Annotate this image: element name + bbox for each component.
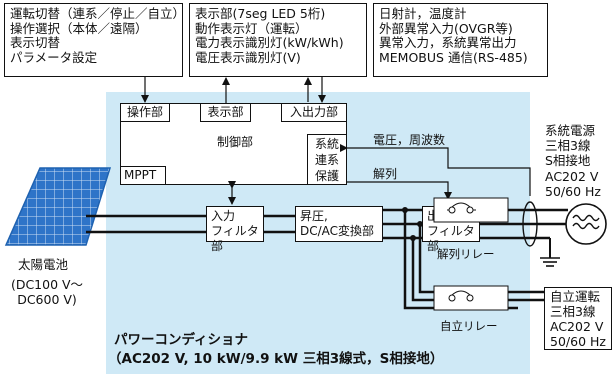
- grid-source-line: 三相3線: [545, 138, 591, 154]
- io-block: 入出力部: [281, 103, 347, 122]
- display-item: 表示部(7seg LED 5桁): [195, 6, 326, 21]
- disconnect-label: 解列: [373, 167, 398, 181]
- input-filter-line: フィルタ部: [211, 224, 259, 253]
- operation-input-item: パラメータ設定: [10, 49, 98, 65]
- ac-source-icon: [565, 203, 607, 245]
- disconnect-relay-label: 解列リレー: [437, 247, 495, 261]
- standalone-output-box: 自立運転 三相3線 AC202 V 50/60 Hz: [544, 287, 612, 350]
- mppt-block: MPPT: [120, 166, 166, 185]
- solar-cell-label: 太陽電池: [17, 257, 68, 272]
- converter-block: 昇圧, DC/AC変換部: [295, 206, 383, 242]
- io-item: 異常入力，系統異常出力: [379, 35, 517, 50]
- display-block: 表示部: [200, 103, 251, 122]
- grid-protection-line: 連系: [314, 153, 339, 167]
- io-item: 外部異常入力(OVGR等): [379, 20, 513, 36]
- io-item: 日射計，温度計: [379, 6, 467, 21]
- grid-protection-line: 保護: [314, 169, 339, 183]
- current-sensor-icon: [522, 201, 538, 247]
- solar-range-line: DC600 V): [17, 292, 77, 307]
- grid-source-line: AC202 V: [545, 168, 599, 184]
- operation-input-item: 操作選択（本体／遠隔）: [10, 20, 148, 36]
- voltage-frequency-label: 電圧，周波数: [373, 133, 446, 147]
- standalone-relay-label: 自立リレー: [440, 319, 498, 333]
- disconnect-signal-line: [347, 181, 452, 200]
- display-item: 電圧表示識別灯(V): [195, 49, 301, 65]
- display-item: 動作表示灯（運転）: [195, 20, 308, 36]
- grid-protection-block: 系統 連系 保護: [307, 134, 347, 185]
- grid-protection-line: 系統: [314, 137, 339, 151]
- standalone-output-line: AC202 V: [550, 319, 604, 334]
- pcs-caption-spec: （AC202 V, 10 kW/9.9 kW 三相3線式，S相接地）: [108, 351, 444, 367]
- disconnect-relay-icon: [433, 197, 509, 223]
- ground-icon: [540, 257, 560, 267]
- operation-input-item: 運転切替（連系／停止／自立）: [10, 6, 186, 21]
- output-filter-line: フィルタ部: [427, 224, 475, 253]
- operation-block: 操作部: [120, 103, 170, 122]
- grid-source-line: S相接地: [545, 153, 591, 169]
- input-filter-block: 入力 フィルタ部: [206, 206, 264, 253]
- io-item: MEMOBUS 通信(RS-485): [379, 49, 528, 65]
- standalone-output-line: 三相3線: [550, 304, 596, 319]
- grid-source-line: 系統電源: [545, 123, 596, 138]
- display-items-box: 表示部(7seg LED 5桁) 動作表示灯（運転） 電力表示識別灯(kW/kW…: [189, 3, 367, 77]
- display-item: 電力表示識別灯(kW/kWh): [195, 35, 344, 50]
- solar-range-line: (DC100 V〜: [10, 277, 84, 292]
- solar-panel-icon: [4, 167, 112, 246]
- operation-inputs-box: 運転切替（連系／停止／自立） 操作選択（本体／遠隔） 表示切替 パラメータ設定: [4, 3, 186, 77]
- grid-source-line: 50/60 Hz: [545, 183, 601, 199]
- standalone-output-line: 自立運転: [550, 289, 601, 304]
- voltage-sense-line: [340, 144, 531, 196]
- standalone-relay-icon: [433, 285, 509, 311]
- grid-source-info: 系統電源 三相3線 S相接地 AC202 V 50/60 Hz: [545, 123, 601, 199]
- converter-line: 昇圧,: [300, 209, 328, 223]
- input-filter-line: 入力: [211, 209, 236, 223]
- pcs-caption-title: パワーコンディショナ: [114, 332, 249, 348]
- standalone-output-line: 50/60 Hz: [550, 334, 606, 349]
- control-block-label: 制御部: [216, 135, 253, 149]
- operation-input-item: 表示切替: [10, 35, 61, 50]
- io-items-box: 日射計，温度計 外部異常入力(OVGR等) 異常入力，系統異常出力 MEMOBU…: [373, 3, 548, 77]
- converter-line: DC/AC変換部: [300, 224, 375, 238]
